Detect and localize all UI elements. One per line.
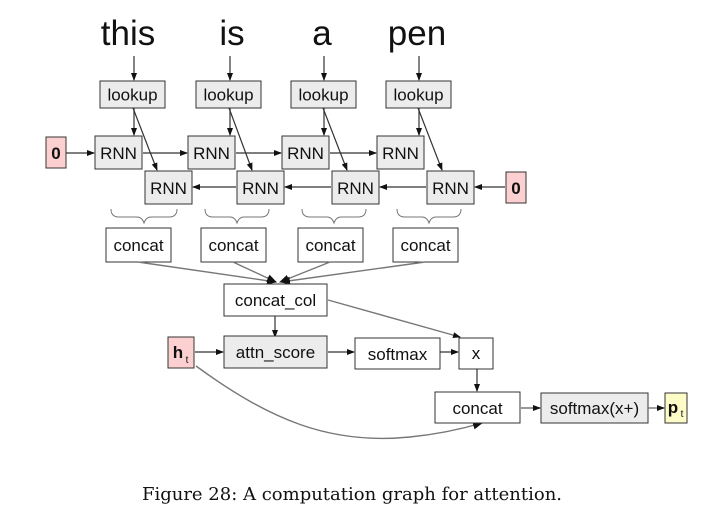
word-a: a <box>312 14 332 53</box>
edge-lookup-rnnb-4 <box>417 107 443 171</box>
rnn-forward-node: RNN <box>281 135 330 170</box>
multiply-node: x <box>458 337 494 370</box>
svg-text:concat: concat <box>452 399 502 418</box>
concat-node: concat <box>105 227 172 263</box>
concat-final-node: concat <box>434 391 521 424</box>
svg-text:RNN: RNN <box>287 144 324 163</box>
output-prob-node: p t <box>664 392 688 424</box>
lookup-node: lookup <box>195 80 262 109</box>
zero-init-left: 0 <box>45 136 67 169</box>
edge-hidden-concat-final <box>195 365 483 440</box>
rnn-forward-node: RNN <box>187 135 236 170</box>
word-is: is <box>219 14 244 53</box>
svg-text:lookup: lookup <box>107 86 157 105</box>
edge-lookup-rnnb-3 <box>322 107 348 171</box>
svg-text:h: h <box>173 343 183 362</box>
svg-text:RNN: RNN <box>337 179 374 198</box>
edge-lookup-rnnb-1 <box>132 107 158 171</box>
svg-text:t: t <box>681 409 684 420</box>
svg-text:RNN: RNN <box>382 144 419 163</box>
concat-node: concat <box>200 227 267 263</box>
svg-text:concat: concat <box>113 236 163 255</box>
svg-text:RNN: RNN <box>193 144 230 163</box>
edge-concatcol-multiply <box>327 299 461 338</box>
edge-concat-col-1 <box>137 261 277 285</box>
svg-text:softmax(x+): softmax(x+) <box>550 399 639 418</box>
svg-text:RNN: RNN <box>100 144 137 163</box>
svg-text:t: t <box>186 355 189 366</box>
rnn-backward-node: RNN <box>331 170 380 205</box>
svg-text:softmax: softmax <box>368 345 428 364</box>
svg-text:lookup: lookup <box>298 86 348 105</box>
lookup-node: lookup <box>99 80 166 109</box>
brace <box>396 208 462 225</box>
edge-concat-col-4 <box>280 261 426 285</box>
concat-node: concat <box>392 227 459 263</box>
svg-text:0: 0 <box>511 179 520 198</box>
svg-text:concat_col: concat_col <box>235 291 316 310</box>
svg-text:RNN: RNN <box>150 179 187 198</box>
lookup-node: lookup <box>290 80 357 109</box>
softmax-node: softmax <box>354 337 441 370</box>
rnn-backward-node: RNN <box>426 170 475 205</box>
figure-caption: Figure 28: A computation graph for atten… <box>142 484 562 505</box>
rnn-backward-node: RNN <box>236 170 285 205</box>
zero-init-right: 0 <box>505 171 527 204</box>
softmax-output-node: softmax(x+) <box>540 392 649 424</box>
edge-concat-col-2 <box>232 261 277 283</box>
edge-lookup-rnnb-2 <box>228 107 253 171</box>
svg-text:attn_score: attn_score <box>236 343 315 362</box>
svg-text:RNN: RNN <box>432 179 469 198</box>
rnn-forward-node: RNN <box>94 135 143 170</box>
attn-score-node: attn_score <box>223 335 328 369</box>
rnn-forward-node: RNN <box>376 135 425 170</box>
word-this: this <box>101 14 155 53</box>
svg-text:x: x <box>472 344 481 363</box>
svg-text:concat: concat <box>400 236 450 255</box>
brace <box>204 208 270 225</box>
concat-col-node: concat_col <box>223 283 328 317</box>
word-pen: pen <box>388 14 446 53</box>
svg-text:concat: concat <box>305 236 355 255</box>
svg-text:lookup: lookup <box>393 86 443 105</box>
svg-text:concat: concat <box>208 236 258 255</box>
svg-text:p: p <box>668 398 678 417</box>
brace <box>110 208 178 225</box>
brace <box>301 208 367 225</box>
rnn-backward-node: RNN <box>144 170 193 205</box>
hidden-state-node: h t <box>167 336 195 369</box>
svg-text:0: 0 <box>51 144 60 163</box>
lookup-node: lookup <box>385 80 452 109</box>
concat-node: concat <box>297 227 364 263</box>
svg-text:RNN: RNN <box>242 179 279 198</box>
svg-text:lookup: lookup <box>203 86 253 105</box>
